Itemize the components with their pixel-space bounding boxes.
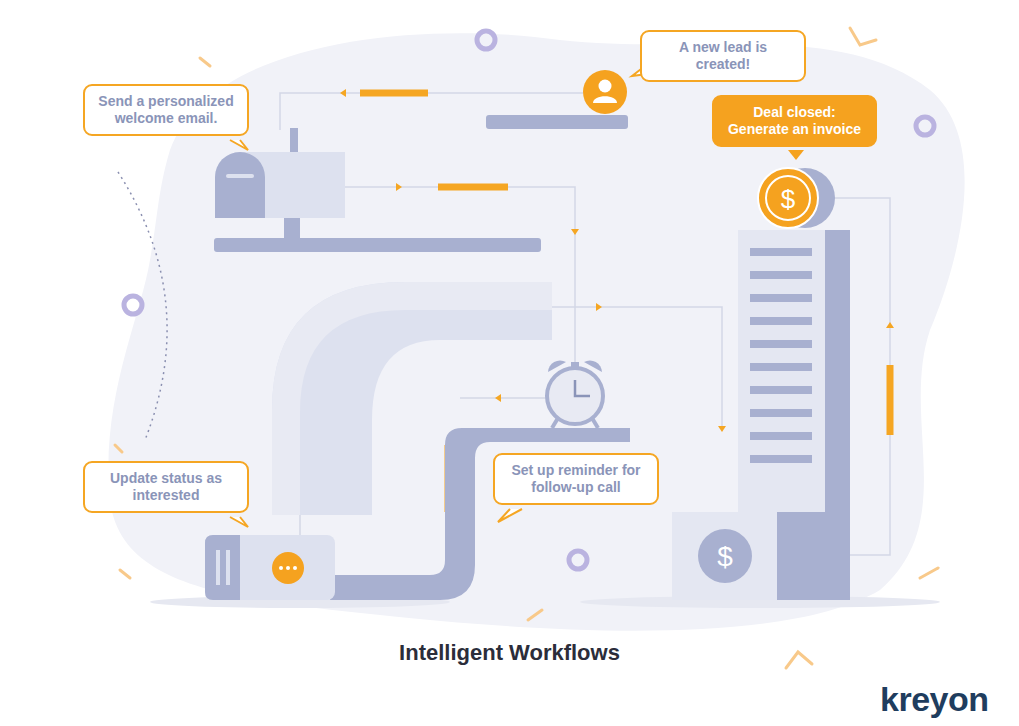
callout-box: Deal closed: Generate an invoice [712,95,877,147]
coin: $ [758,168,835,228]
deco-dots [118,172,167,440]
lead-icon [583,70,627,114]
mailbox [214,128,541,252]
callout-text: Send a personalized welcome email. [93,93,239,127]
status-device [205,535,335,600]
callout-text: Deal closed: Generate an invoice [722,104,867,138]
invoice-building: $ [672,230,850,600]
svg-text:$: $ [781,184,796,214]
callout-text: A new lead is created! [650,39,796,73]
diagram-title: Intelligent Workflows [0,640,1019,666]
brand-logo: kreyon [880,680,989,719]
callout-box: Update status as interested [83,461,249,513]
dollar-symbol: $ [717,541,733,572]
callout-box: Set up reminder for follow-up call [493,453,659,505]
alarm-clock [547,360,603,428]
callout-text: Update status as interested [93,470,239,504]
callout-box: Send a personalized welcome email. [83,84,249,136]
callout-text: Set up reminder for follow-up call [503,462,649,496]
callout-box: A new lead is created! [640,30,806,82]
